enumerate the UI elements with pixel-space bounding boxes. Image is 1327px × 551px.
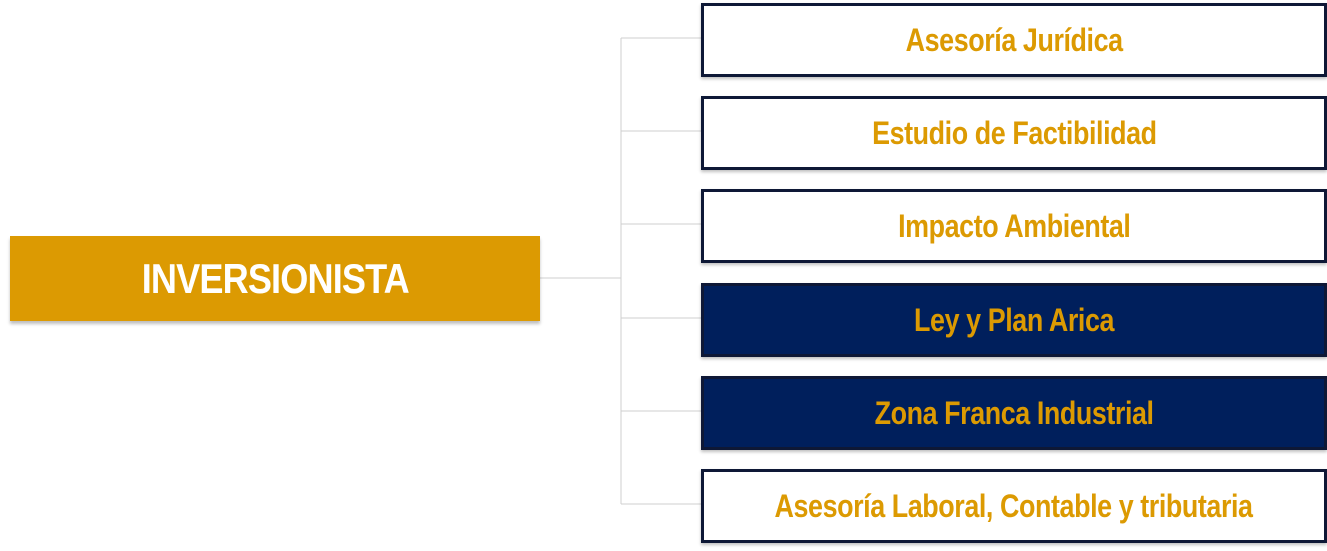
child-node-label: Impacto Ambiental (897, 207, 1131, 244)
child-node-zona-franca: Zona Franca Industrial (701, 376, 1327, 450)
child-node-impacto-ambiental: Impacto Ambiental (701, 189, 1327, 263)
child-node-label: Asesoría Jurídica (905, 21, 1123, 58)
child-node-label: Ley y Plan Arica (914, 301, 1114, 338)
child-node-estudio-factibilidad: Estudio de Factibilidad (701, 96, 1327, 170)
child-node-asesoria-juridica: Asesoría Jurídica (701, 3, 1327, 77)
child-node-label: Estudio de Factibilidad (871, 114, 1157, 151)
child-node-ley-plan-arica: Ley y Plan Arica (701, 283, 1327, 357)
root-node-inversionista: INVERSIONISTA (10, 236, 540, 321)
root-node-label: INVERSIONISTA (141, 254, 409, 302)
child-node-asesoria-laboral: Asesoría Laboral, Contable y tributaria (701, 469, 1327, 543)
child-node-label: Asesoría Laboral, Contable y tributaria (774, 487, 1254, 524)
child-node-label: Zona Franca Industrial (874, 394, 1154, 431)
